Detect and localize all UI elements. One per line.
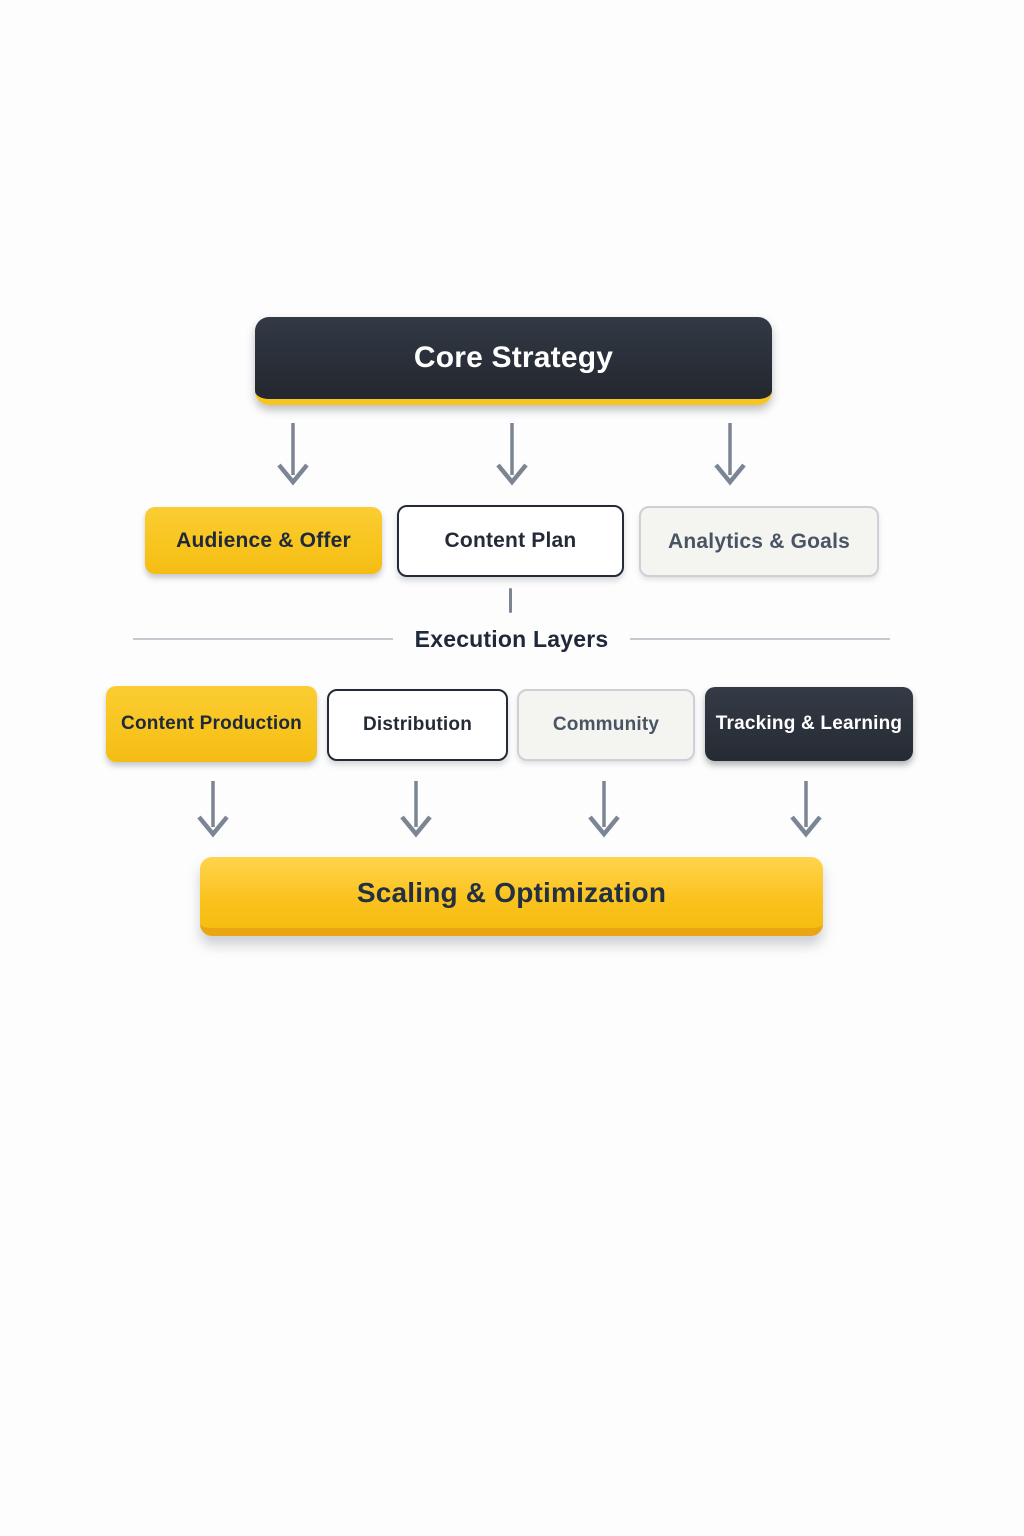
node-content-plan: Content Plan xyxy=(397,505,624,577)
node-label: Audience & Offer xyxy=(176,528,351,552)
arrow-down-icon xyxy=(496,423,528,486)
node-analytics-goals: Analytics & Goals xyxy=(639,506,879,577)
node-label: Analytics & Goals xyxy=(668,529,850,553)
arrow-down-icon xyxy=(277,423,309,486)
arrow-down-icon xyxy=(790,781,822,838)
node-core-strategy: Core Strategy xyxy=(255,317,772,405)
node-content-production: Content Production xyxy=(106,686,317,762)
connector-line xyxy=(509,588,512,613)
divider-line-right xyxy=(630,638,891,640)
node-label: Distribution xyxy=(363,714,472,735)
node-label: Core Strategy xyxy=(413,341,614,374)
node-audience-offer: Audience & Offer xyxy=(145,507,382,574)
node-tracking-learning: Tracking & Learning xyxy=(705,687,913,761)
node-community: Community xyxy=(517,689,695,761)
arrow-down-icon xyxy=(588,781,620,838)
node-label: Scaling & Optimization xyxy=(356,876,667,908)
section-title: Execution Layers xyxy=(414,625,609,652)
arrow-down-icon xyxy=(197,781,229,838)
node-label: Content Plan xyxy=(444,529,577,552)
section-divider: Execution Layers xyxy=(133,624,891,654)
node-distribution: Distribution xyxy=(327,689,508,761)
node-scaling-optimization: Scaling & Optimization xyxy=(200,857,823,936)
node-label: Content Production xyxy=(121,713,302,734)
node-label: Community xyxy=(552,714,660,735)
divider-line-left xyxy=(133,638,393,640)
arrow-down-icon xyxy=(400,781,432,838)
arrow-down-icon xyxy=(714,423,746,486)
node-label: Tracking & Learning xyxy=(715,713,903,734)
